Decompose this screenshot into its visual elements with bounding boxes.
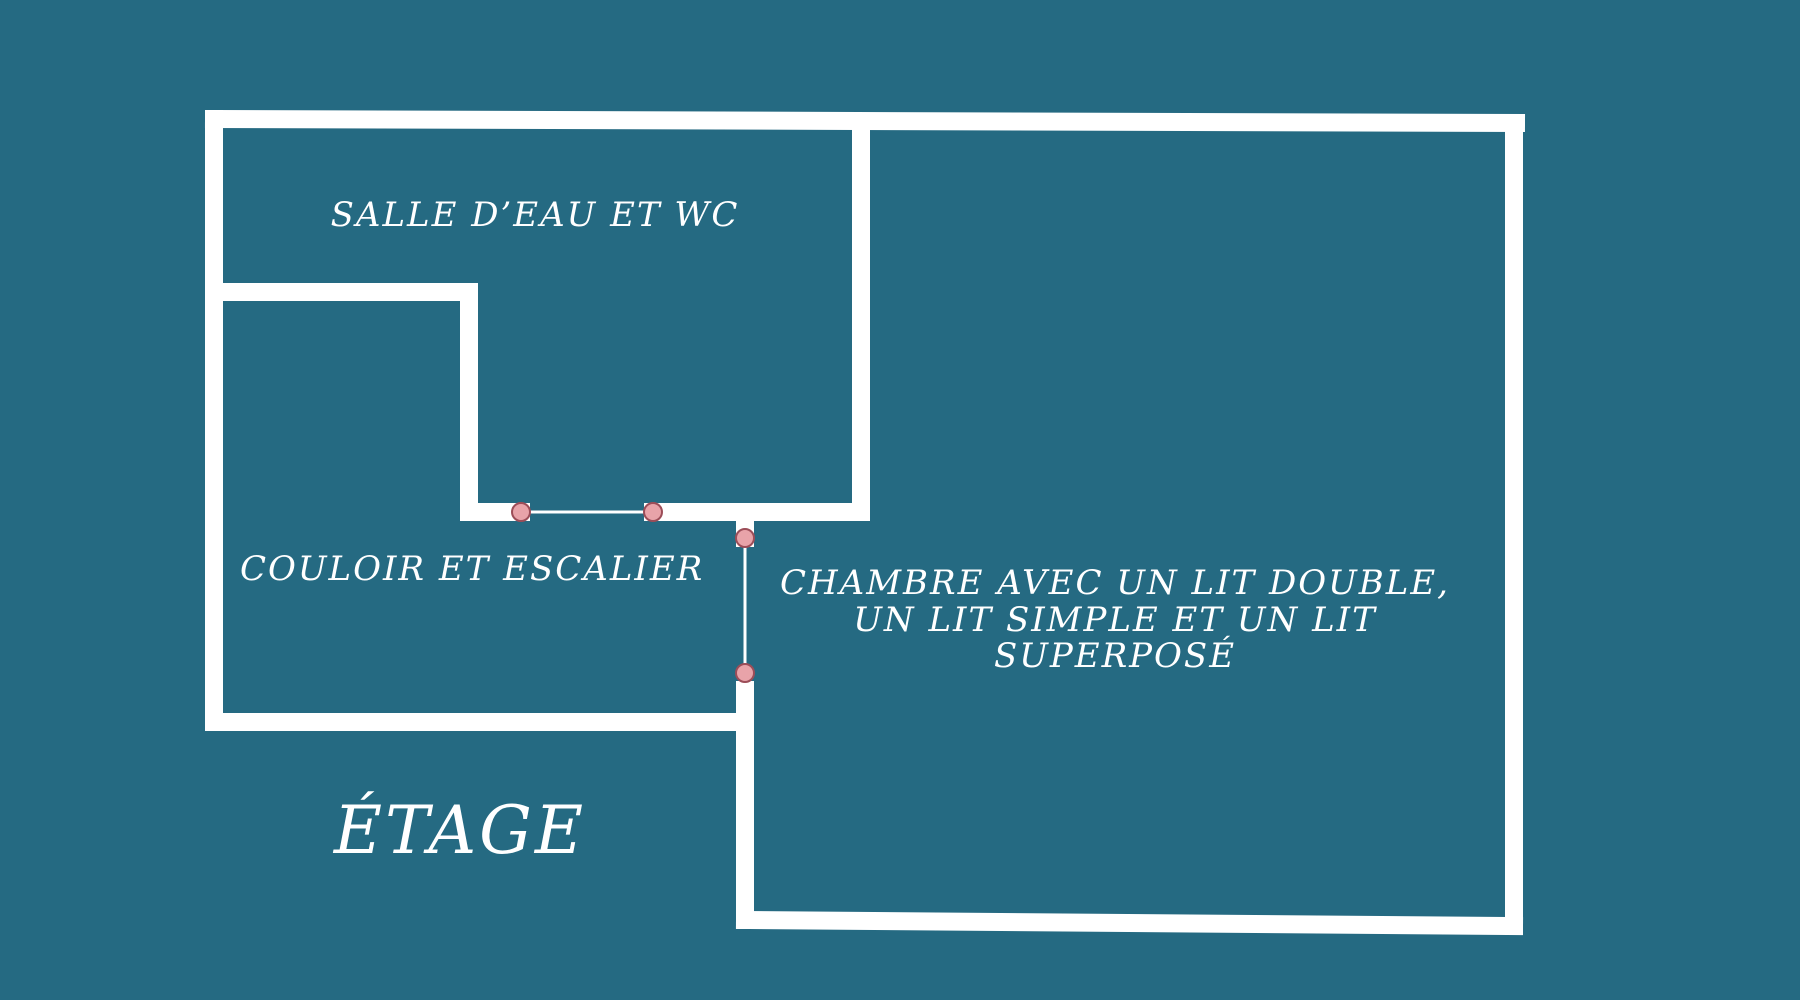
room-label-bedroom-line: UN LIT SIMPLE ET UN LIT xyxy=(853,599,1377,640)
wall-bedroom-bottom xyxy=(735,910,1524,936)
room-label-bedroom-line: CHAMBRE AVEC UN LIT DOUBLE, xyxy=(780,563,1450,603)
room-label-bedroom: CHAMBRE AVEC UN LIT DOUBLE, UN LIT SIMPL… xyxy=(770,565,1460,675)
door-hinge xyxy=(511,502,531,522)
door-hinge xyxy=(735,528,755,548)
bedroom-door[interactable] xyxy=(735,528,755,683)
bathroom-door[interactable] xyxy=(511,502,663,522)
floor-title: ÉTAGE xyxy=(333,792,587,869)
door-hinge xyxy=(735,663,755,683)
doors xyxy=(511,502,755,683)
room-label-bedroom-line: SUPERPOSÉ xyxy=(993,636,1237,677)
room-label-bathroom: SALLE D’EAU ET WC xyxy=(330,195,740,235)
room-label-corridor: COULOIR ET ESCALIER xyxy=(240,549,705,589)
walls xyxy=(204,109,1526,936)
door-hinge xyxy=(643,502,663,522)
